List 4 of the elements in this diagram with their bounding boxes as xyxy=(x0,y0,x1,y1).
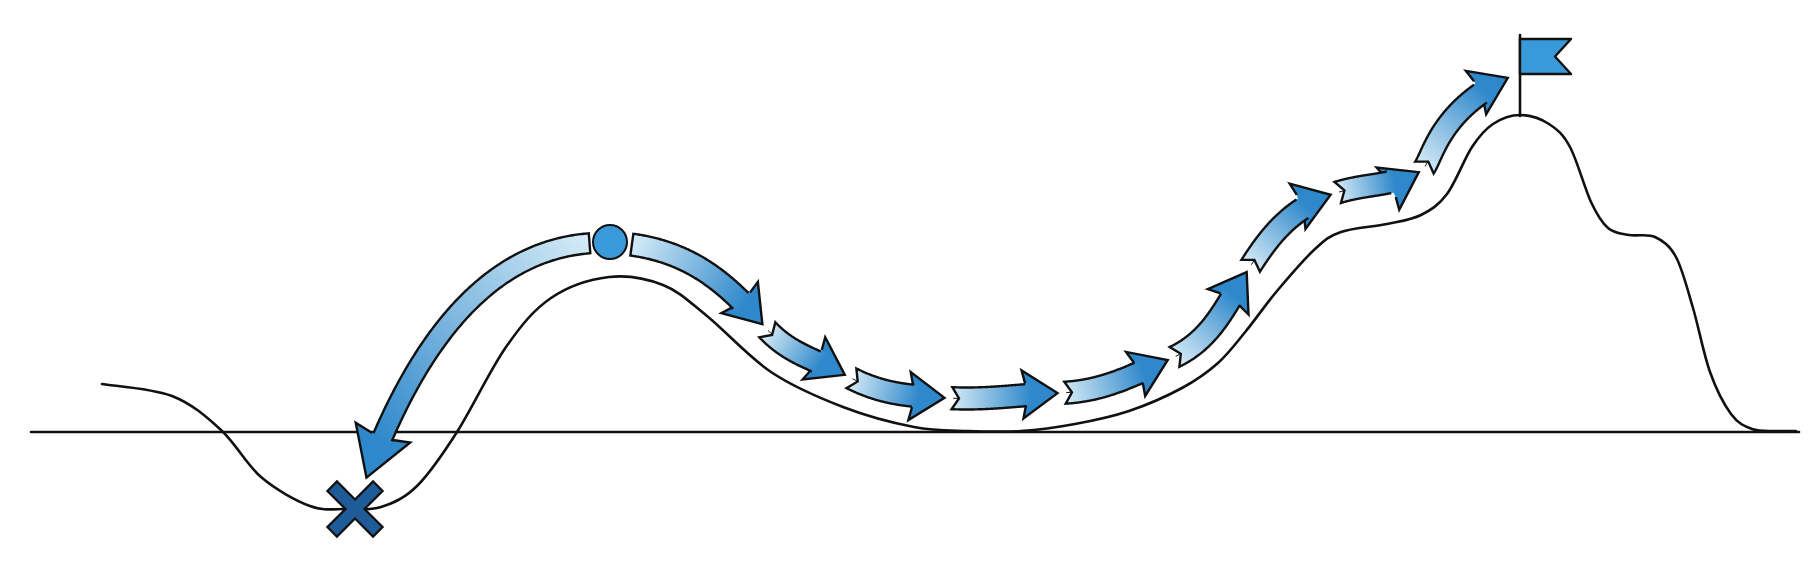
curved-arrow xyxy=(355,232,593,481)
segmented-arrow xyxy=(627,69,1511,423)
circle-icon xyxy=(592,224,628,260)
cross-icon xyxy=(326,480,384,538)
